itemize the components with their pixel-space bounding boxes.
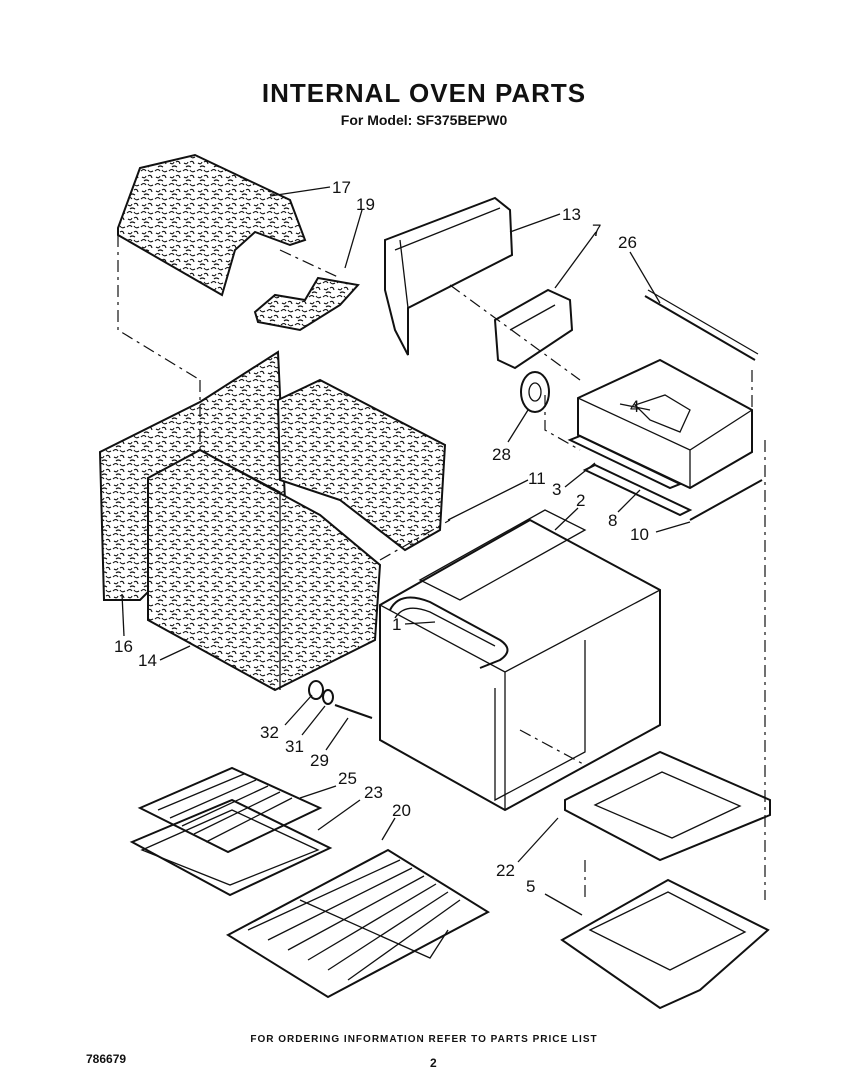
callout-31: 31 xyxy=(285,737,304,756)
callout-23: 23 xyxy=(364,783,383,802)
callout-29: 29 xyxy=(310,751,329,770)
leader-lines xyxy=(121,186,691,916)
callout-2: 2 xyxy=(576,491,585,510)
rod-part-26 xyxy=(644,289,759,361)
callout-28: 28 xyxy=(492,445,511,464)
oven-rack-part-20 xyxy=(225,848,491,999)
document-number: 786679 xyxy=(86,1052,127,1066)
page-number: 2 xyxy=(430,1056,437,1070)
broil-pan-grid-part-25 xyxy=(137,766,323,854)
callout-4: 4 xyxy=(630,397,639,416)
rear-insulation xyxy=(276,378,447,552)
callout-10: 10 xyxy=(630,525,649,544)
callout-3: 3 xyxy=(552,480,561,499)
insulation-pad-part-19 xyxy=(253,276,360,332)
oven-liner-part-2 xyxy=(379,509,661,812)
nut-part-32 xyxy=(308,680,324,700)
bottom-pan-part-5 xyxy=(560,878,770,1010)
model-subtitle: For Model: SF375BEPW0 xyxy=(340,112,508,128)
callout-26: 26 xyxy=(618,233,637,252)
callout-11: 11 xyxy=(528,469,546,488)
broil-housing-part-4 xyxy=(577,358,753,490)
callout-19: 19 xyxy=(356,195,375,214)
callout-25: 25 xyxy=(338,769,357,788)
callout-14: 14 xyxy=(138,651,157,670)
callout-7: 7 xyxy=(592,221,601,240)
vent-duct-part-7 xyxy=(493,288,574,370)
screw-part-29 xyxy=(334,704,373,719)
top-insulation-part-17 xyxy=(117,153,307,297)
strip-part-10 xyxy=(689,479,763,521)
washer-part-31 xyxy=(322,689,334,705)
callout-32: 32 xyxy=(260,723,279,742)
alignment-lines xyxy=(117,235,766,900)
strip-part-3 xyxy=(567,434,683,490)
wrap-insulation-part-14 xyxy=(147,448,382,692)
broil-pan-part-23 xyxy=(129,798,333,897)
callout-numbers: 17 19 13 7 26 4 28 11 2 3 8 10 1 16 14 3… xyxy=(114,178,649,896)
bake-element-part-1 xyxy=(389,596,509,669)
callout-13: 13 xyxy=(562,205,581,224)
strip-part-8 xyxy=(582,463,693,517)
rear-panel-part-13 xyxy=(384,196,514,356)
callout-8: 8 xyxy=(608,511,617,530)
callout-17: 17 xyxy=(332,178,351,197)
callout-20: 20 xyxy=(392,801,411,820)
fan-part-28 xyxy=(520,371,550,413)
ordering-note: FOR ORDERING INFORMATION REFER TO PARTS … xyxy=(250,1034,598,1045)
callout-22: 22 xyxy=(496,861,515,880)
page-title: INTERNAL OVEN PARTS xyxy=(261,78,587,108)
callout-1: 1 xyxy=(392,615,401,634)
callout-16: 16 xyxy=(114,637,133,656)
door-frame-part-22 xyxy=(564,750,771,862)
callout-5: 5 xyxy=(526,877,535,896)
